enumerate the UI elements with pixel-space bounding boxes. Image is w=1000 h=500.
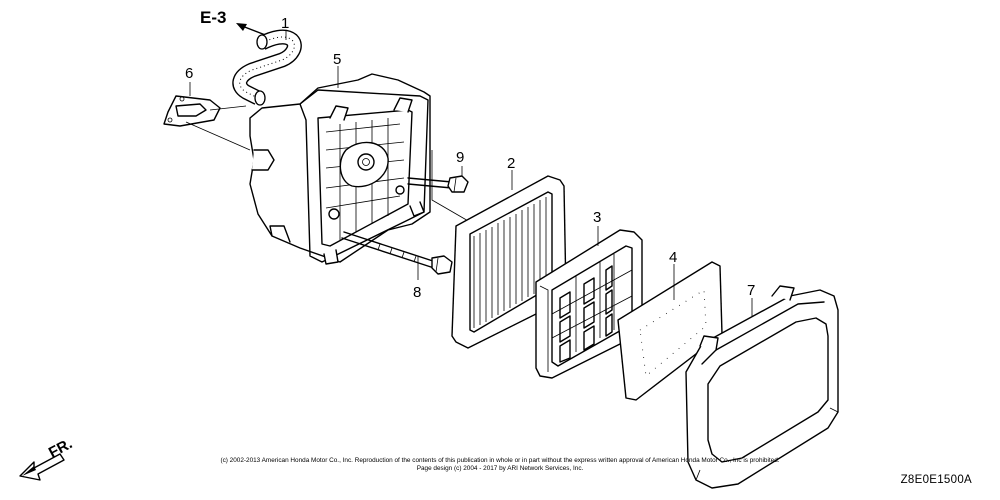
part-number-7: 7 bbox=[747, 282, 755, 299]
reference-arrow: E-3 bbox=[200, 8, 269, 37]
reference-label: E-3 bbox=[200, 8, 226, 27]
element-grid[interactable] bbox=[535, 229, 643, 379]
diagram-code: Z8E0E1500A bbox=[900, 474, 972, 486]
short-bolt[interactable] bbox=[407, 150, 471, 223]
air-cleaner-cover[interactable] bbox=[685, 285, 839, 489]
air-cleaner-case[interactable] bbox=[249, 73, 431, 265]
copyright-line-1: (c) 2002-2013 American Honda Motor Co., … bbox=[220, 457, 780, 464]
copyright-line-2: Page design (c) 2004 - 2017 by ARI Netwo… bbox=[416, 465, 584, 472]
part-number-2: 2 bbox=[507, 155, 515, 172]
part-number-8: 8 bbox=[413, 284, 421, 301]
part-number-1: 1 bbox=[281, 15, 289, 32]
part-number-3: 3 bbox=[593, 209, 601, 226]
leader-lines bbox=[189, 30, 753, 316]
copyright-notice: (c) 2002-2013 American Honda Motor Co., … bbox=[170, 457, 830, 473]
front-label: FR. bbox=[46, 435, 75, 461]
gasket[interactable] bbox=[163, 95, 251, 151]
part-number-4: 4 bbox=[669, 249, 677, 266]
part-number-5: 5 bbox=[333, 51, 341, 68]
long-bolt[interactable] bbox=[341, 231, 453, 275]
part-number-9: 9 bbox=[456, 149, 464, 166]
breather-tube[interactable] bbox=[232, 29, 302, 106]
part-number-6: 6 bbox=[185, 65, 193, 82]
front-direction-arrow: FR. bbox=[19, 435, 75, 481]
